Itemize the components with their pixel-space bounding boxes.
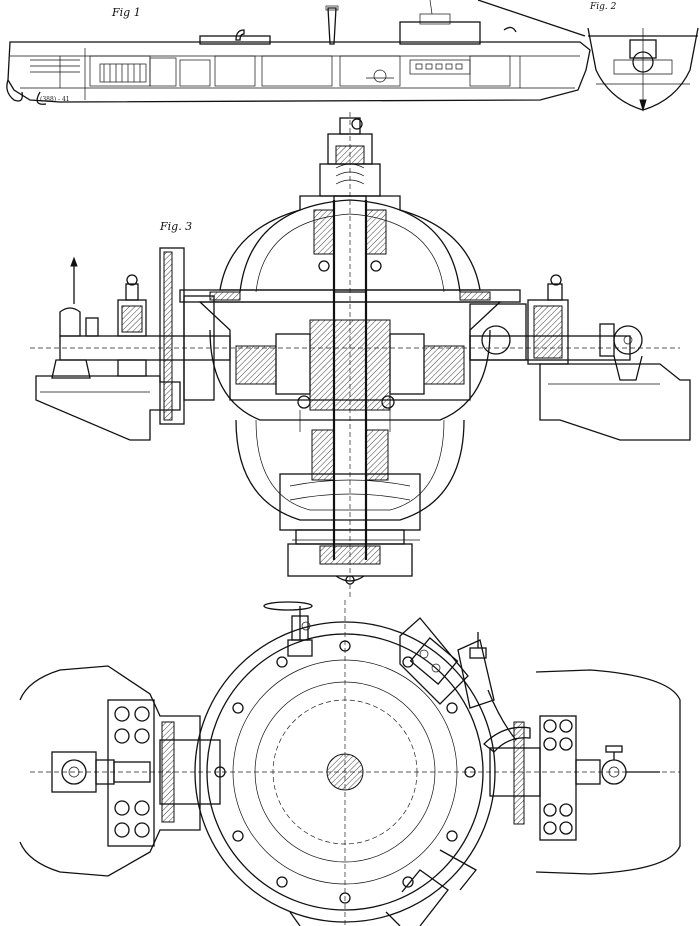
fig1-label: Fig 1: [112, 6, 141, 19]
fig3-label: Fig. 3: [160, 220, 193, 233]
hull-cross-section: [587, 27, 699, 112]
turbine-plan-view: [19, 600, 681, 926]
drawing-number-label: (388) - 41: [40, 96, 70, 103]
turbine-sectional-elevation: [30, 112, 691, 600]
ship-side-elevation: [6, 0, 591, 105]
fig2-label: Fig. 2: [590, 2, 617, 12]
